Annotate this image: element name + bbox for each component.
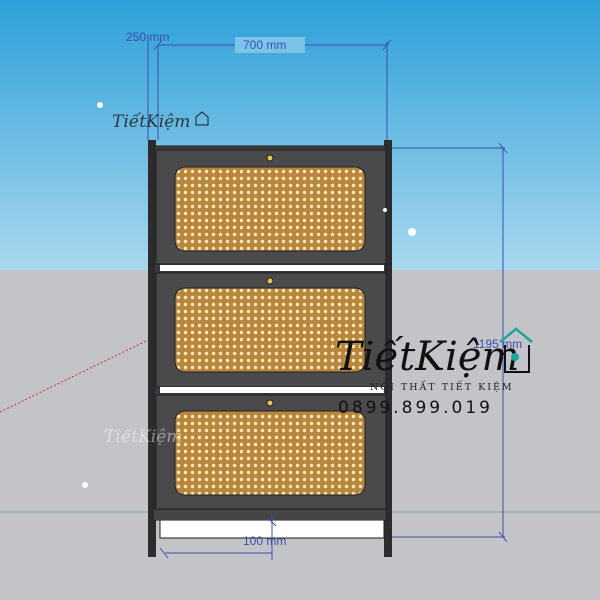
brand-logo-text: TiếtKiệm <box>104 427 182 447</box>
bottom-kick <box>154 510 386 520</box>
red-axis-line <box>0 339 149 413</box>
dim-label-bg <box>235 37 305 53</box>
rattan-panel <box>174 410 366 496</box>
cabinet-right-side <box>384 140 392 557</box>
watermark-main: TiếtKiệm NỘI THẤT TIẾT KIỆM 0899.899.019 <box>335 327 533 418</box>
house-heart-icon <box>499 327 533 373</box>
dimension-lines <box>147 35 508 560</box>
drawer-2[interactable] <box>155 272 387 393</box>
watermark-small-top: TiếtKiệm <box>112 111 209 132</box>
dimension-height: 1195 mm <box>473 337 522 351</box>
brand-logo-text: TiếtKiệm <box>112 112 190 132</box>
brand-subtitle: NỘI THẤT TIẾT KIỆM <box>370 380 514 393</box>
drawer-knob[interactable] <box>266 154 274 162</box>
drawer-gap <box>160 387 384 393</box>
dimension-depth: 250 mm <box>126 30 169 44</box>
rattan-panel <box>174 166 366 252</box>
watermark-small-bottom: TiếtKiệm <box>104 427 182 447</box>
sparkle-decoration <box>82 102 416 488</box>
drawer-knob[interactable] <box>266 277 274 285</box>
rattan-panel <box>174 287 366 373</box>
dimension-bottom-gap: 100 mm <box>243 534 286 548</box>
drawer-1[interactable] <box>155 149 387 271</box>
brand-logo-text: TiếtKiệm <box>335 334 519 380</box>
drawer-gap <box>160 265 384 271</box>
drawer-knob[interactable] <box>266 399 274 407</box>
dimension-width: 700 mm <box>243 38 286 52</box>
phone-number: 0899.899.019 <box>338 398 493 418</box>
house-heart-icon <box>195 111 209 126</box>
drawer-3[interactable] <box>155 394 387 510</box>
cabinet-left-side <box>148 140 156 557</box>
